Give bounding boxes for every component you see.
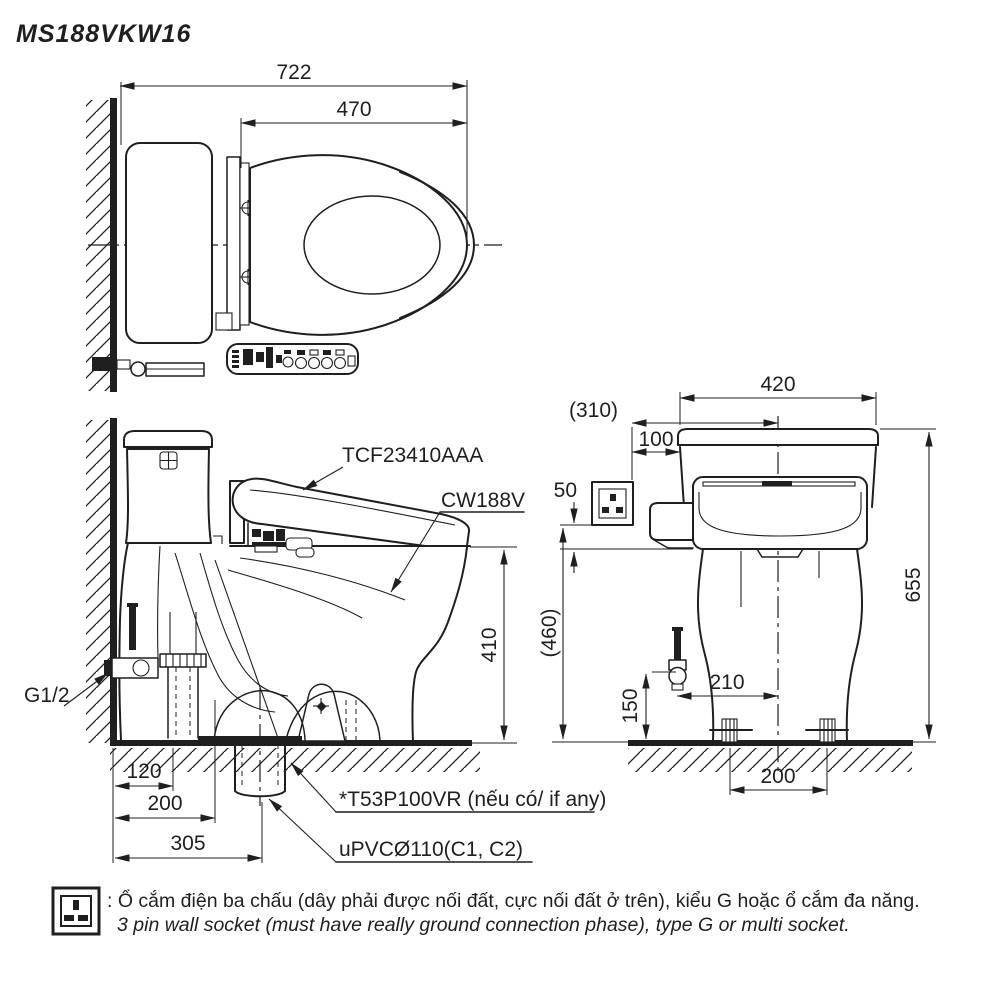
label-supply-thread: G1/2 bbox=[24, 684, 70, 707]
bowl-rim-edge bbox=[399, 171, 475, 319]
floor-bolt bbox=[709, 718, 753, 743]
dim-socket-to-tank: 100 bbox=[638, 428, 673, 451]
drain-pipe bbox=[198, 688, 302, 806]
tank-body bbox=[125, 448, 212, 544]
bowl-front-profile bbox=[411, 546, 468, 743]
flush-button bbox=[159, 451, 178, 470]
socket-legend-icon bbox=[51, 886, 101, 936]
bowl-center-bump bbox=[756, 548, 804, 558]
page-title: MS188VKW16 bbox=[16, 20, 191, 48]
label-washlet-model: TCF23410AAA bbox=[342, 444, 483, 467]
floor-line bbox=[628, 740, 913, 746]
mount-bracket bbox=[297, 683, 346, 742]
bowl-back-profile bbox=[118, 542, 129, 741]
bowl-inner-line bbox=[157, 545, 161, 661]
washlet-front bbox=[692, 476, 868, 550]
dim-total-depth: 722 bbox=[276, 61, 311, 84]
dim-socket-height: (460) bbox=[538, 608, 561, 657]
supply-valve bbox=[104, 603, 159, 679]
label-bowl-model: CW188V bbox=[441, 489, 525, 512]
floor-bolt bbox=[805, 718, 849, 743]
dim-valve-to-center: 210 bbox=[709, 671, 744, 694]
trap-line bbox=[214, 559, 279, 739]
trap-curve bbox=[239, 557, 406, 601]
leader-flange bbox=[290, 762, 337, 813]
dim-seat-length: 470 bbox=[336, 98, 371, 121]
leader-drain bbox=[268, 798, 337, 863]
supply-valve-front bbox=[668, 627, 687, 691]
wall-line bbox=[110, 418, 117, 745]
dim-valve-height: 150 bbox=[619, 688, 642, 723]
dim-tank-width: 420 bbox=[760, 373, 795, 396]
label-flange-option: *T53P100VR (nếu có/ if any) bbox=[339, 788, 606, 811]
wall-hatch bbox=[86, 420, 110, 743]
note-line-vietnamese: : Ổ cắm điện ba chấu (dây phải được nối … bbox=[107, 888, 920, 912]
wall-line bbox=[110, 98, 117, 392]
tank-lid bbox=[123, 430, 213, 448]
trap-back bbox=[285, 690, 381, 741]
note-line-english: 3 pin wall socket (must have really grou… bbox=[117, 914, 850, 936]
tank-step bbox=[213, 535, 223, 544]
trap-curve bbox=[174, 552, 276, 713]
bowl-side bbox=[696, 548, 715, 742]
dim-outlet-offset: 200 bbox=[147, 792, 182, 815]
side-control-tab bbox=[649, 502, 694, 541]
dim-rim-height: 410 bbox=[478, 627, 501, 662]
legend-note: : Ổ cắm điện ba chấu (dây phải được nối … bbox=[51, 886, 920, 936]
tank-top bbox=[125, 142, 213, 344]
tank-side bbox=[871, 446, 877, 508]
front-view: 420 (310) 100 50 (460) 655 150 210 200 bbox=[538, 373, 936, 795]
washlet-inner-curve bbox=[698, 492, 862, 537]
dim-socket-drop: 50 bbox=[554, 479, 577, 502]
inlet-pipe bbox=[159, 612, 207, 739]
trap-elbow bbox=[213, 689, 306, 741]
hinge-plate bbox=[226, 156, 241, 331]
dim-supply-offset: 120 bbox=[126, 760, 161, 783]
wall-socket-icon bbox=[591, 481, 634, 526]
control-buttons bbox=[252, 529, 315, 558]
tab-bottom bbox=[653, 539, 694, 549]
dim-bolt-spacing: 200 bbox=[760, 765, 795, 788]
leader-supply bbox=[63, 672, 109, 707]
top-view: 722 470 bbox=[86, 61, 502, 392]
side-view: TCF23410AAA CW188V G1/2 *T53P100VR (nếu … bbox=[24, 418, 606, 863]
lid-seam bbox=[249, 489, 456, 526]
tank-side bbox=[679, 446, 685, 508]
side-tab bbox=[215, 312, 233, 331]
lid-slot-center bbox=[762, 481, 792, 486]
hinge-plate-2 bbox=[239, 162, 250, 326]
dim-socket-to-center: (310) bbox=[569, 399, 618, 422]
floor-hatch bbox=[110, 748, 480, 772]
bowl-side bbox=[845, 548, 864, 742]
lid-inner-contour bbox=[303, 195, 441, 295]
remote-control bbox=[226, 343, 359, 375]
dim-total-height: 655 bbox=[902, 567, 925, 602]
seat-lid-outline bbox=[249, 154, 468, 336]
trap-curve bbox=[227, 569, 363, 619]
label-drain-pipe: uPVCØ110(C1, C2) bbox=[339, 838, 523, 861]
tank-lid bbox=[677, 428, 879, 446]
supply-fitting-top bbox=[92, 357, 205, 377]
leader-bowl bbox=[390, 511, 441, 593]
dim-drain-offset: 305 bbox=[170, 832, 205, 855]
leader-washlet bbox=[302, 466, 344, 491]
floor-hatch bbox=[628, 748, 912, 772]
